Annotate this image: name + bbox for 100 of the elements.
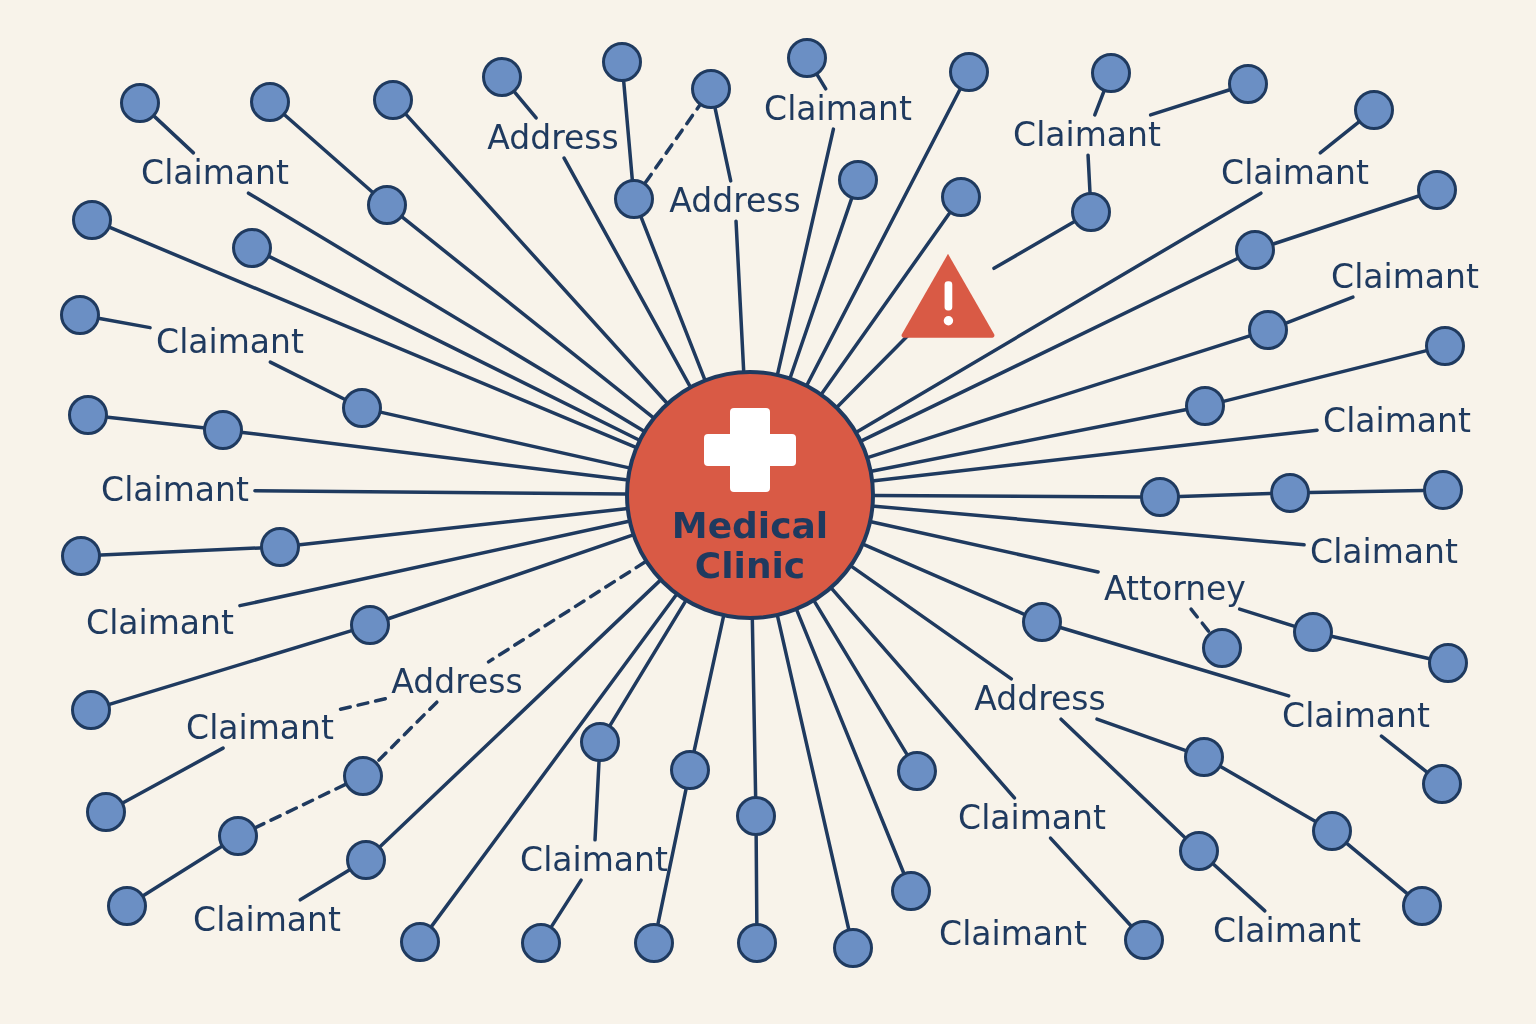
node-circle xyxy=(1202,628,1242,668)
connector xyxy=(639,215,707,381)
node-circle xyxy=(1293,612,1333,652)
node-label: Claimant xyxy=(1010,116,1164,154)
connector xyxy=(513,90,538,120)
node-circle xyxy=(1402,886,1442,926)
node-label: Address xyxy=(388,663,526,701)
node-circle xyxy=(86,792,126,832)
node-circle xyxy=(1417,170,1457,210)
connector xyxy=(253,488,627,496)
connector xyxy=(268,360,346,401)
connector xyxy=(298,868,351,902)
connector xyxy=(1345,842,1409,895)
connector xyxy=(378,579,662,848)
connector xyxy=(152,114,196,155)
connector xyxy=(379,410,630,470)
connector xyxy=(404,113,668,404)
connector xyxy=(298,507,628,547)
node-circle xyxy=(1124,920,1164,960)
node-label: Claimant xyxy=(183,709,337,747)
connector xyxy=(815,73,828,91)
node-circle xyxy=(107,886,147,926)
connector xyxy=(754,834,759,925)
node-circle xyxy=(580,722,620,762)
node-circle xyxy=(1228,64,1268,104)
node-label: Claimant xyxy=(1279,697,1433,735)
connector xyxy=(106,415,205,430)
node-label: Claimant xyxy=(98,471,252,509)
connector xyxy=(776,127,836,375)
node-circle xyxy=(367,185,407,225)
node-label: Medical Clinic xyxy=(670,506,830,586)
connector xyxy=(1095,717,1187,753)
connector xyxy=(830,587,1017,800)
node-circle xyxy=(1428,643,1468,683)
connector xyxy=(99,546,262,557)
warning-icon xyxy=(900,252,996,338)
node-label: Claimant xyxy=(517,841,671,879)
dashed-connector xyxy=(338,697,388,712)
node-label: Claimant xyxy=(1307,533,1461,571)
node-circle xyxy=(1422,764,1462,804)
connector xyxy=(734,219,746,372)
node-circle xyxy=(203,410,243,450)
connector xyxy=(692,615,726,753)
dashed-connector xyxy=(486,560,647,664)
connector xyxy=(97,316,152,330)
node-circle xyxy=(521,923,561,963)
node-circle xyxy=(602,42,642,82)
dashed-connector xyxy=(254,782,347,830)
connector xyxy=(1178,491,1272,499)
node-circle xyxy=(1270,473,1310,513)
node-label: Claimant xyxy=(153,323,307,361)
connector xyxy=(622,80,634,181)
connector xyxy=(1148,88,1231,117)
node-circle xyxy=(1184,737,1224,777)
node-circle xyxy=(400,922,440,962)
node-circle xyxy=(736,796,776,836)
node-circle xyxy=(343,756,383,796)
dashed-connector xyxy=(643,103,702,185)
node-label: Claimant xyxy=(955,799,1109,837)
connector xyxy=(820,211,952,395)
node-circle xyxy=(941,177,981,217)
node-circle xyxy=(218,816,258,856)
connector xyxy=(1318,120,1361,155)
connector xyxy=(873,493,1142,499)
node-circle xyxy=(737,923,777,963)
node-circle xyxy=(60,295,100,335)
node-circle xyxy=(670,750,710,790)
dashed-connector xyxy=(375,700,439,764)
connector xyxy=(713,106,733,183)
node-circle xyxy=(120,83,160,123)
node-circle xyxy=(61,536,101,576)
connector xyxy=(550,878,583,928)
node-circle xyxy=(482,57,522,97)
connector xyxy=(1219,765,1317,823)
node-label: Address xyxy=(484,119,622,157)
node-circle xyxy=(346,840,386,880)
node-circle xyxy=(1091,53,1131,93)
connector xyxy=(1222,349,1428,403)
node-label: Address xyxy=(666,182,804,220)
node-circle xyxy=(891,871,931,911)
connector xyxy=(430,593,678,928)
connector xyxy=(992,220,1076,271)
node-label: Claimant xyxy=(1328,258,1482,296)
connector xyxy=(1086,153,1092,194)
connector xyxy=(593,760,601,842)
node-circle xyxy=(373,80,413,120)
node-circle xyxy=(634,923,674,963)
node-circle xyxy=(614,179,654,219)
dashed-connector xyxy=(1189,607,1212,635)
connector xyxy=(238,519,630,608)
node-circle xyxy=(949,52,989,92)
node-label: Claimant xyxy=(83,604,237,642)
connector xyxy=(1212,862,1267,913)
node-label: Claimant xyxy=(1320,402,1474,440)
node-circle xyxy=(1248,310,1288,350)
node-label: Claimant xyxy=(936,915,1090,953)
connector xyxy=(1048,836,1133,927)
connector xyxy=(241,430,628,482)
node-label: Claimant xyxy=(1210,912,1364,950)
node-label: Claimant xyxy=(190,901,344,939)
